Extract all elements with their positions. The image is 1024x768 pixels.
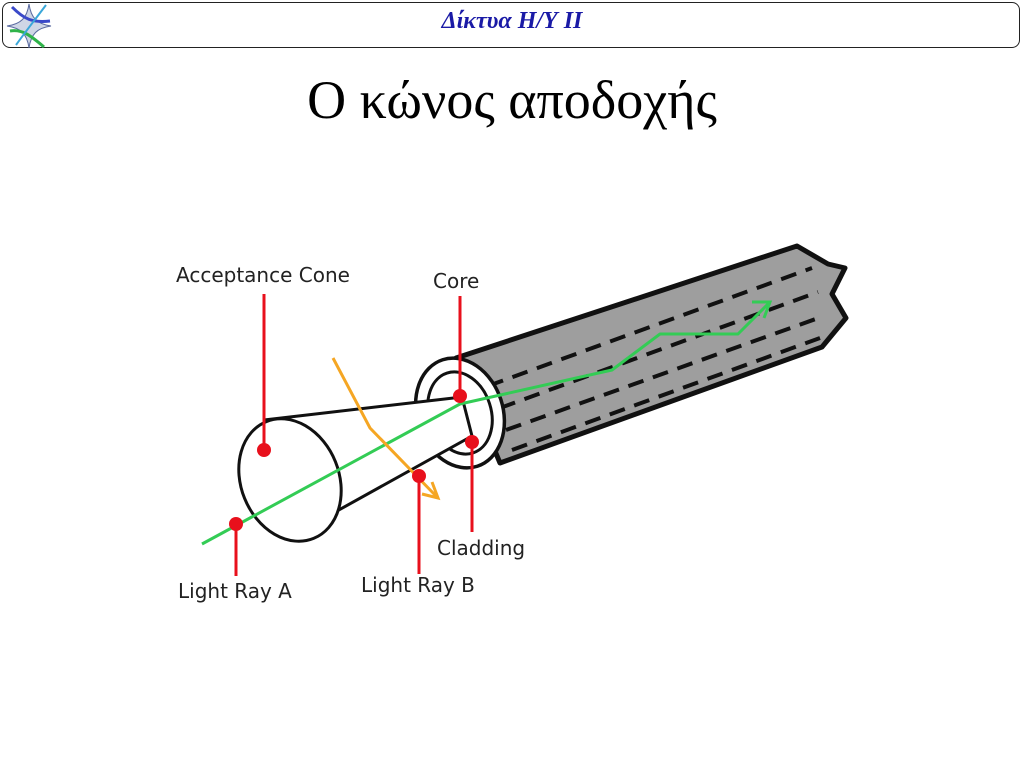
label-cladding: Cladding: [437, 536, 525, 560]
marker-cladding: [465, 435, 479, 449]
markers: [229, 389, 479, 531]
light-ray-b-arrowhead: [421, 481, 441, 501]
header-bar: [2, 2, 1020, 48]
light-ray-a: [201, 300, 772, 546]
light-ray-a-arrowhead: [752, 300, 773, 319]
marker-light-ray-a: [229, 517, 243, 531]
fiber-dash-lines: [487, 266, 825, 452]
marker-core: [453, 389, 467, 403]
star-logo-icon: [6, 3, 52, 49]
label-light-ray-a: Light Ray A: [178, 579, 292, 603]
marker-light-ray-b: [412, 469, 426, 483]
label-core: Core: [433, 269, 479, 293]
slide-title: Ο κώνος αποδοχής: [307, 70, 717, 130]
leader-lines: [234, 294, 474, 576]
header-title: Δίκτυα Η/Υ ΙΙ: [441, 8, 583, 34]
marker-acceptance-cone: [257, 443, 271, 457]
label-acceptance-cone: Acceptance Cone: [176, 263, 350, 287]
label-light-ray-b: Light Ray B: [361, 573, 475, 597]
